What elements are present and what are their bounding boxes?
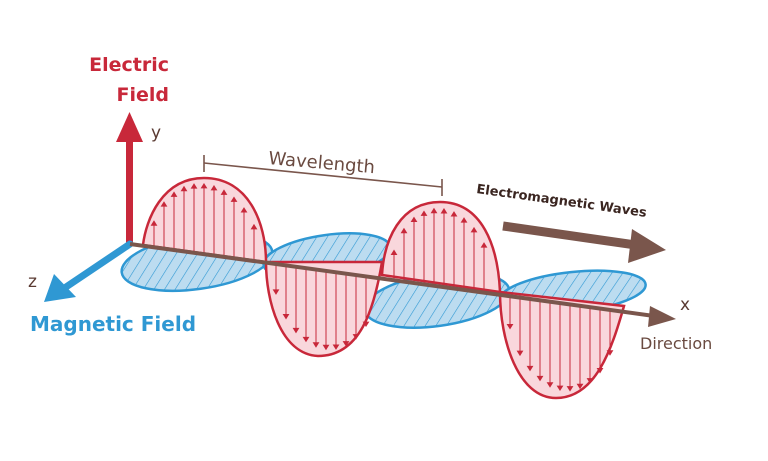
field-vector-tip	[400, 227, 408, 234]
field-vector-tip	[352, 334, 360, 340]
field-vector-tip	[190, 183, 198, 189]
field-vector-tip	[576, 383, 584, 390]
x-axis-label: x	[680, 295, 690, 315]
magnetic-field-label: Magnetic Field	[30, 312, 196, 336]
wavelength-bracket	[203, 155, 443, 196]
field-vector-tip	[606, 350, 614, 356]
field-vector-tip	[170, 191, 178, 197]
field-vector-tip	[586, 378, 594, 384]
field-vector-tip	[250, 223, 258, 230]
electric-lobe	[498, 290, 626, 400]
field-vector-tip	[390, 249, 398, 255]
z-axis-label: z	[28, 272, 37, 292]
field-vector-tip	[480, 242, 488, 248]
field-vector-tip	[506, 324, 514, 330]
wavelength-label: Wavelength	[268, 148, 376, 178]
field-vector-tip	[200, 182, 208, 189]
electric-lobe	[380, 200, 502, 294]
field-vector-tip	[312, 342, 320, 348]
field-vector-tip	[302, 336, 310, 343]
electric-field-label-line2: Field	[117, 84, 170, 106]
direction-label: Direction	[640, 334, 712, 353]
field-vector-tip	[556, 385, 564, 392]
field-vector-tip	[322, 344, 330, 351]
field-vector-tip	[536, 375, 544, 382]
field-vector-tip	[362, 321, 370, 328]
x-axis-arrow	[129, 242, 676, 327]
field-vector-tip	[526, 365, 534, 372]
field-vector-tip	[470, 226, 478, 233]
field-vector-tip	[342, 341, 350, 347]
field-vector-tip	[596, 368, 604, 374]
field-vector-tip	[282, 314, 290, 320]
em-waves-arrow	[502, 221, 666, 263]
field-vector-tip	[210, 184, 218, 191]
field-vector-tip	[150, 220, 158, 226]
field-vector-tip	[460, 217, 468, 223]
field-vector-tip	[240, 207, 248, 213]
field-vector-tip	[420, 210, 428, 216]
electric-field-label-line1: Electric	[89, 54, 169, 76]
field-vector-tip	[230, 196, 238, 202]
electric-field-arrow	[116, 112, 143, 244]
em-waves-label: Electromagnetic Waves	[475, 182, 647, 221]
y-axis-label: y	[151, 123, 161, 143]
field-vector-tip	[430, 207, 438, 214]
field-vector-tip	[220, 189, 228, 195]
magnetic-field-arrow	[44, 240, 134, 302]
electric-lobe	[141, 176, 268, 264]
field-vector-tip	[450, 211, 458, 217]
electric-wave	[141, 176, 626, 400]
field-vector-tip	[292, 327, 300, 334]
field-vector-tip	[160, 201, 168, 207]
field-vector-tip	[410, 216, 418, 223]
field-vector-tip	[546, 382, 554, 388]
field-vector-tip	[516, 350, 524, 357]
field-vector-tip	[566, 386, 574, 392]
field-vector-tip	[332, 344, 340, 350]
electric-lobe	[264, 260, 384, 358]
field-vector-tip	[272, 289, 280, 295]
field-vector-tip	[440, 208, 448, 214]
field-vector-tip	[180, 185, 188, 192]
